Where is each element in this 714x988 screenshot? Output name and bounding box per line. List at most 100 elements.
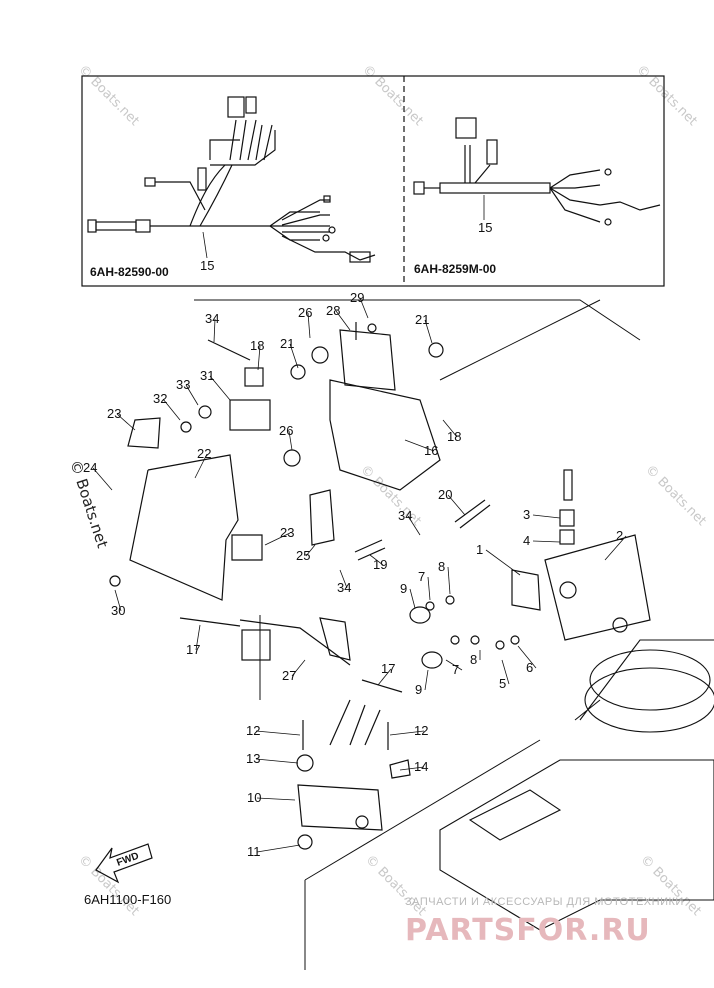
- callout-leader-line: [209, 375, 231, 401]
- brand-tagline: ЗАПЧАСТИ И АКСЕССУАРЫ ДЛЯ МОТОТЕХНИКИ: [405, 896, 684, 908]
- cdi-mount-assembly: [511, 509, 651, 641]
- cover-assembly: [127, 417, 263, 601]
- bracket-assembly: [283, 329, 491, 561]
- callout-leader-line: [114, 589, 122, 612]
- watermark-layer: © Boats.net © Boats.net © Boats.net © Bo…: [66, 62, 709, 919]
- watermark-text: © Boats.net: [642, 462, 709, 529]
- callout-leader-line: [255, 730, 301, 736]
- inset-part-code-left: 6AH-82590-00: [90, 265, 169, 279]
- callout-leader-line: [305, 544, 316, 557]
- callout-leader-line: [289, 343, 299, 369]
- callout-25: 25: [296, 548, 310, 563]
- watermark-text: © Boats.net: [357, 462, 424, 529]
- callout-23: 23: [280, 525, 294, 540]
- engine-block: [439, 639, 714, 931]
- callout-leader-line: [255, 758, 299, 764]
- callout-8: 8: [438, 559, 445, 574]
- callout-leader-line: [447, 494, 466, 516]
- callout-14: 14: [414, 759, 428, 774]
- callout-leader-line: [256, 797, 296, 801]
- callout-21: 21: [415, 312, 429, 327]
- callout-leader-line: [377, 668, 392, 686]
- callout-leader-line: [213, 318, 216, 343]
- callout-leader-line: [442, 419, 458, 438]
- callout-21: 21: [280, 336, 294, 351]
- callout-15-left: 15: [200, 258, 214, 273]
- callout-29: 29: [350, 290, 364, 305]
- callout-12: 12: [246, 723, 260, 738]
- callout-19: 19: [373, 557, 387, 572]
- callout-leader-line: [424, 669, 429, 691]
- callout-7: 7: [452, 662, 459, 677]
- wire-harness-inset: [81, 75, 665, 287]
- callout-23: 23: [107, 406, 121, 421]
- callout-18: 18: [447, 429, 461, 444]
- callout-15-right: 15: [478, 220, 492, 235]
- callout-6: 6: [526, 660, 533, 675]
- callout-12: 12: [414, 723, 428, 738]
- callout-leader-line: [339, 569, 348, 589]
- callout-3: 3: [523, 507, 530, 522]
- callout-27: 27: [282, 668, 296, 683]
- callout-leader-line: [92, 467, 113, 491]
- callout-leader-line: [404, 439, 435, 452]
- callout-leader-line: [369, 554, 384, 566]
- callout-34: 34: [337, 580, 351, 595]
- callout-leader-line: [532, 514, 561, 519]
- callout-leader-line: [445, 659, 463, 671]
- callout-1: 1: [476, 542, 483, 557]
- callout-10: 10: [247, 790, 261, 805]
- callout-leader-line: [359, 297, 369, 319]
- callout-34: 34: [205, 311, 219, 326]
- callout-16: 16: [424, 443, 438, 458]
- callout-leader-line: [291, 659, 306, 677]
- callout-30: 30: [111, 603, 125, 618]
- watermark-text: © Boats.net: [633, 62, 700, 129]
- callout-9: 9: [415, 682, 422, 697]
- callout-leader-line: [116, 413, 136, 431]
- diagram-code: 6AH1100-F160: [84, 892, 171, 907]
- callout-leader-line: [447, 566, 451, 595]
- callout-13: 13: [246, 751, 260, 766]
- callout-leader-line: [194, 453, 208, 479]
- wire-harness-right: [413, 117, 661, 226]
- callout-leader-line: [532, 540, 561, 543]
- callout-22: 22: [197, 446, 211, 461]
- callout-24: 24: [83, 460, 97, 475]
- callout-33: 33: [176, 377, 190, 392]
- callout-leader-line: [604, 535, 627, 561]
- callout-leader-line: [185, 384, 199, 406]
- watermark-text: © Boats.net: [637, 852, 704, 919]
- callout-17: 17: [186, 642, 200, 657]
- callout-26: 26: [298, 305, 312, 320]
- callout-5: 5: [499, 676, 506, 691]
- callout-4: 4: [523, 533, 530, 548]
- callout-leader-line: [264, 532, 291, 546]
- brand-name: PARTSFOR.RU: [405, 913, 651, 948]
- rectifier-assembly: [296, 699, 411, 850]
- assembly-frame-lines: [194, 299, 641, 970]
- callout-32: 32: [153, 391, 167, 406]
- watermark-text: © Boats.net: [359, 62, 426, 129]
- callout-8: 8: [470, 652, 477, 667]
- callout-26: 26: [279, 423, 293, 438]
- callout-17: 17: [381, 661, 395, 676]
- callout-7: 7: [418, 569, 425, 584]
- brand-logo: ЗАПЧАСТИ И АКСЕССУАРЫ ДЛЯ МОТОТЕХНИКИ PA…: [405, 896, 684, 948]
- callout-leader-line: [307, 312, 311, 339]
- callout-leader-line: [257, 345, 261, 371]
- callout-leader-line: [162, 398, 181, 421]
- fwd-arrow: FWD: [95, 843, 153, 884]
- hardware-parts: [109, 322, 573, 750]
- callout-9: 9: [400, 581, 407, 596]
- callout-leader-line: [424, 319, 433, 344]
- callout-leader-line: [485, 549, 521, 576]
- watermark-text: © Boats.net: [75, 62, 142, 129]
- callout-20: 20: [438, 487, 452, 502]
- callout-leader-line: [409, 588, 416, 609]
- callout-leader-line: [407, 515, 421, 536]
- callout-leader-line: [427, 576, 431, 601]
- callout-11: 11: [247, 844, 261, 859]
- callout-leader-line: [288, 430, 293, 451]
